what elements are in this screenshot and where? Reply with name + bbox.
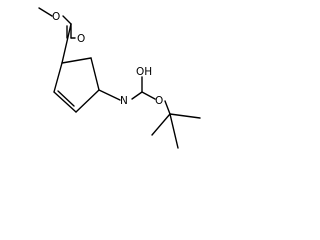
molecule-structure: O O OH N O — [38, 7, 201, 149]
bond-ester-o-carbonyl — [62, 15, 72, 25]
bond-methyl-o — [38, 7, 53, 17]
bond-ring-c5-c4 — [90, 57, 100, 91]
bond-tert-c-methyl-right — [169, 113, 201, 119]
bond-c4-n — [98, 89, 121, 101]
bond-o-tert-c — [164, 100, 171, 115]
bond-ring-c2-c1 — [53, 62, 63, 93]
bond-ring-c1-c5 — [61, 57, 92, 64]
atom-label-ester-ether-o: O — [52, 11, 60, 23]
bond-tert-c-methyl-down — [169, 113, 179, 149]
bond-ring-c3-c2-double — [57, 90, 75, 107]
atom-label-carbamate-ether-o: O — [155, 95, 163, 107]
atom-label-ester-carbonyl-o: O — [77, 33, 85, 45]
atom-label-carbamate-oh: OH — [136, 66, 152, 78]
bond-ring-c3-c2 — [53, 91, 77, 113]
atom-label-carbamate-n: N — [120, 95, 128, 107]
bond-carbamate-c-o — [141, 91, 156, 100]
bond-tert-c-methyl-left — [151, 113, 171, 136]
bond-ring-c4-c3 — [75, 89, 100, 113]
bond-carbonyl-c1 — [61, 23, 72, 64]
bond-n-carbamate-c — [131, 91, 143, 100]
